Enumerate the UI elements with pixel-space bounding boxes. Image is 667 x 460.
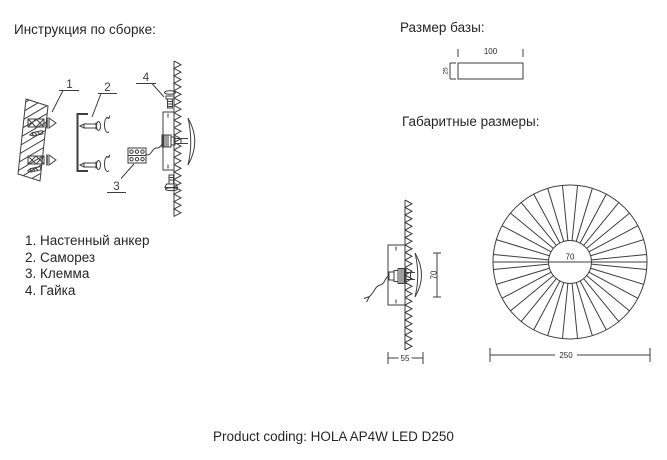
overall-dimensions-title: Габаритные размеры: — [402, 114, 540, 129]
wall-screw-bottom — [26, 165, 42, 173]
legend-item: 3. Клемма — [25, 266, 90, 282]
front-view-drawing: 70 250 — [489, 184, 651, 362]
side-depth-label: 55 — [401, 354, 410, 363]
assembly-title: Инструкция по сборке: — [14, 22, 156, 37]
callout-3: 3 — [107, 163, 135, 193]
dim-base-height: 25 — [443, 62, 456, 80]
dim-side-depth: 55 — [387, 352, 424, 364]
callout-4: 4 — [136, 72, 165, 98]
base-size-title: Размер базы: — [400, 20, 485, 35]
callout-4-number: 4 — [143, 72, 150, 84]
dim-side-height: 70 — [430, 252, 441, 298]
callout-3-number: 3 — [113, 181, 119, 193]
base-width-label: 100 — [484, 47, 498, 56]
side-view-drawing: 70 55 — [363, 199, 441, 364]
callout-2-number: 2 — [104, 82, 110, 94]
lamp-shade-side — [414, 252, 422, 298]
legend-item: 1. Настенный анкер — [25, 233, 150, 248]
assembly-diagram: 1 2 4 3 — [17, 60, 196, 217]
front-outer-label: 250 — [559, 351, 573, 360]
screw-top — [78, 121, 101, 131]
wire-side — [369, 275, 390, 297]
dim-front-outer: 250 — [489, 348, 651, 362]
wall-anchor-bottom — [27, 154, 57, 166]
base-size-drawing: 100 25 — [443, 47, 524, 80]
wall-hatch — [18, 99, 48, 181]
rotation-arrow-icon-bottom — [104, 154, 111, 172]
product-coding: Product coding: HOLA AP4W LED D250 — [213, 429, 454, 444]
lamp-shade — [187, 117, 196, 166]
lamp-stem — [161, 134, 188, 148]
screw-bottom — [78, 160, 101, 170]
wall-anchor-top — [27, 117, 57, 129]
insert-arrow-icon — [48, 117, 57, 129]
callout-1-number: 1 — [66, 79, 72, 91]
side-height-label: 70 — [430, 270, 439, 279]
legend-item: 4. Гайка — [25, 283, 76, 299]
rotation-arrow-icon-top — [104, 115, 111, 133]
pleat-lines — [493, 185, 647, 339]
front-inner-label: 70 — [566, 253, 575, 262]
legend-item: 2. Саморез — [25, 249, 96, 265]
parts-legend: 1. Настенный анкер 2. Саморез 3. Клемма … — [25, 233, 150, 300]
terminal-block — [127, 147, 147, 164]
wall-screw-top — [28, 129, 44, 137]
insert-arrow-icon — [48, 154, 57, 166]
base-height-label: 25 — [443, 67, 450, 75]
wire-ends — [363, 296, 370, 303]
base-plate — [457, 62, 524, 80]
wall-section — [17, 98, 49, 182]
callout-1: 1 — [51, 79, 79, 113]
mounting-plate-side — [387, 244, 406, 306]
callout-2: 2 — [91, 82, 117, 118]
screw-bottom-wall — [164, 174, 179, 192]
mounting-bracket — [76, 113, 88, 172]
nut-and-screw-top — [164, 90, 176, 109]
dim-base-width: 100 — [457, 47, 524, 57]
